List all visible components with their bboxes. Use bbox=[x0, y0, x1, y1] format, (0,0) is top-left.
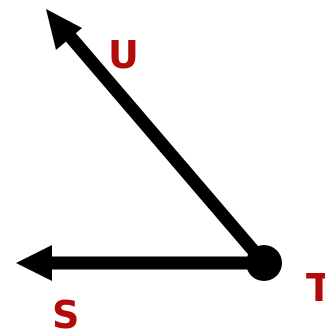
ray-tu-arrowhead bbox=[46, 9, 82, 50]
point-label-t: T bbox=[306, 266, 325, 310]
ray-ts-arrowhead bbox=[16, 245, 52, 281]
point-label-s: S bbox=[52, 293, 79, 333]
ray-tu-line bbox=[63, 29, 269, 268]
vertex-point bbox=[246, 245, 282, 281]
point-label-u: U bbox=[108, 33, 139, 77]
